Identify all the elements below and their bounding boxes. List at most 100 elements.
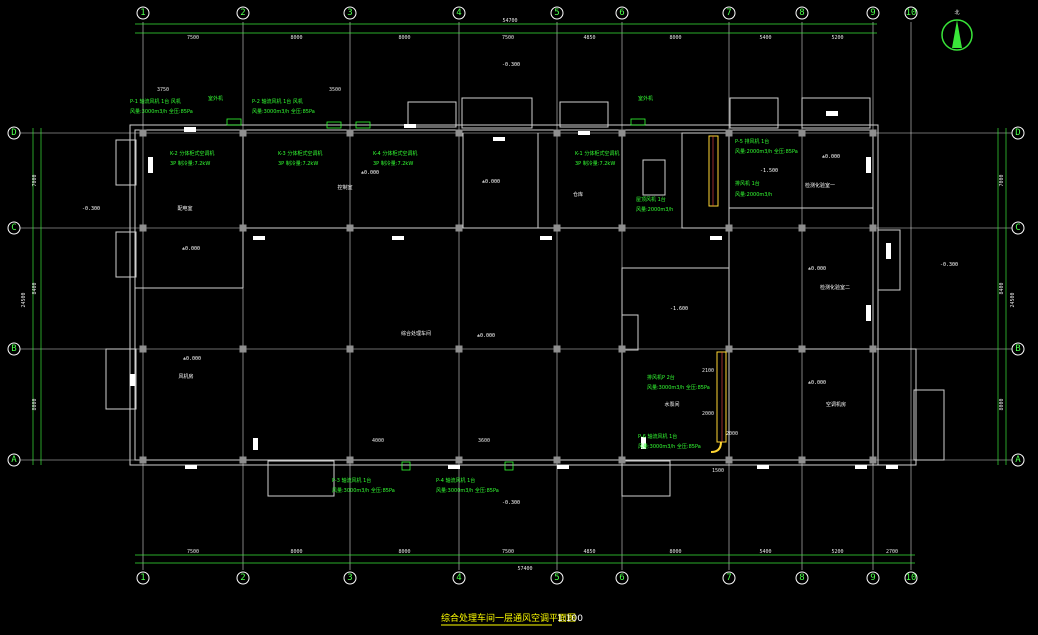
grid-bubble-col: 5 [550,6,564,20]
grid-bubble-col: 8 [795,6,809,20]
right-total-dim: 24500 [1010,292,1016,307]
opening-mark [493,137,505,141]
grid-bubble-label: 4 [456,8,461,18]
column [346,345,354,353]
column [869,456,877,464]
door-window-marks [130,111,898,469]
column [239,224,247,232]
grid-bubble-label: C [1015,223,1020,233]
sub-dimension: 2000 [702,411,714,417]
grid-bubble-col: 4 [452,6,466,20]
grid-bubble-col: 6 [615,6,629,20]
column [798,456,806,464]
column [725,129,733,137]
equipment-label: 风量:2000m3/h [636,206,673,213]
column [725,224,733,232]
grid-bubble-label: 4 [456,573,461,583]
grid-bubble-col: 7 [722,571,736,585]
opening-mark [866,305,871,321]
grid-bubble-col: 9 [866,571,880,585]
grid-bubble-col: 1 [136,6,150,20]
sub-dimension: 2000 [726,431,738,437]
top-dim-segment: 4850 [583,35,595,41]
top-dim-segment: 8000 [398,35,410,41]
room-label: 检测化验室二 [820,284,850,291]
equipment-markers [184,118,646,471]
grid-bubble-col: 10 [904,571,918,585]
column [553,224,561,232]
grid-bubble-label: B [1015,344,1020,354]
column [455,129,463,137]
grid-bubble-label: 9 [870,8,875,18]
opening-mark [253,438,258,450]
grid-bubble-col: 6 [615,571,629,585]
grid-bubble-label: 7 [726,8,731,18]
column [553,345,561,353]
column [239,345,247,353]
grid-bubble-label: 2 [240,573,245,583]
column [798,224,806,232]
grid-bubble-col: 3 [343,6,357,20]
room-label: 综合处理车间 [401,330,431,337]
column [798,345,806,353]
grid-bubble-label: 5 [554,573,559,583]
opening-mark [392,236,404,240]
equipment-label: 室外机 [638,95,653,102]
grid-bubble-row: B [7,342,21,356]
top-dim-segment: 5200 [831,35,843,41]
elevation-markers: -0.300-0.300-0.300-0.300±0.000±0.000±0.0… [82,62,958,506]
column [725,345,733,353]
bottom-dim-segment: 7500 [187,549,199,555]
grid-bubble-label: 5 [554,8,559,18]
drawing-scale-text: 1:100 [557,614,583,624]
top-dim-segment: 5400 [759,35,771,41]
equipment-label: 风量:3000m3/h 全压:85Pa [638,443,701,450]
column [869,224,877,232]
grid-bubble-col: 5 [550,571,564,585]
column [618,129,626,137]
grid-bubble-label: A [11,455,17,465]
top-dim-segment: 8000 [669,35,681,41]
column [455,456,463,464]
column [618,345,626,353]
top-dim-segment: 8000 [290,35,302,41]
grid-bubble-row: D [1011,126,1025,140]
right-dim-segment: 8400 [999,282,1005,294]
room-label: 仓库 [573,191,583,198]
left-dim-segment: 8000 [32,398,38,410]
opening-mark [886,465,898,469]
equipment-label: 3P 制冷量:7.2kW [278,160,318,167]
column [455,345,463,353]
column [139,345,147,353]
room-labels: 配电室控制室综合处理车间仓库风机房水泵间空调机房检测化验室二检测化验室一 [177,182,850,408]
opening-mark [710,236,722,240]
grid-bubble-col: 8 [795,571,809,585]
grid-bubble-row: A [1011,453,1025,467]
equipment-label: 风量:3000m3/h 全压:85Pa [130,108,193,115]
column [346,129,354,137]
equipment-label: P-2 轴流风机 1台 风机 [252,98,303,105]
opening-mark [557,465,569,469]
opening-mark [757,465,769,469]
equipment-label: P-4 轴流风机 1台 [436,477,475,484]
elevation-marker: ±0.000 [808,266,826,272]
column [618,456,626,464]
equipment-label: 3P 制冷量:7.2kW [575,160,615,167]
bottom-dim-segment: 8000 [290,549,302,555]
equipment-label: 风量:3000m3/h 全压:85Pa [252,108,315,115]
column [346,456,354,464]
grid-bubble-label: 7 [726,573,731,583]
column [869,345,877,353]
bottom-dim-segment: 8000 [669,549,681,555]
column [139,129,147,137]
bottom-dim-segment: 7500 [502,549,514,555]
grid-bubble-row: C [7,221,21,235]
grid-bubble-row: A [7,453,21,467]
sub-dimension: 3750 [157,87,169,93]
grid-bubble-row: C [1011,221,1025,235]
grid-bubble-col: 2 [236,6,250,20]
grid-bubble-label: 1 [140,573,145,583]
opening-mark [540,236,552,240]
